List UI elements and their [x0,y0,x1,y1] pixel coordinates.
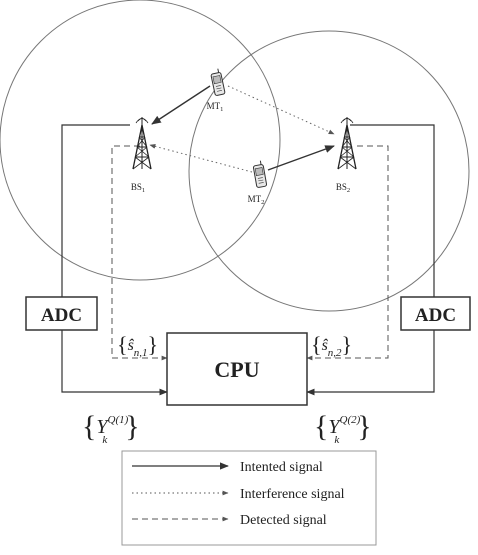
legend-item-intended: Intented signal [240,460,323,475]
adc-left-label: ADC [41,305,82,326]
adc-left-box [25,296,98,331]
y-q1-label: {YQ(1)k} [82,410,140,446]
coverage-circle-bs1 [0,0,281,281]
detected-path-bs2 [306,145,389,361]
coverage-circle-bs2 [188,30,470,312]
wire-adc-right-to-cpu [306,330,435,396]
interference-link-mt2-bs1 [149,144,253,173]
y-q2-label: {YQ(2)k} [314,410,372,446]
s-hat-1-label: {ŝn,1} [117,332,158,359]
wire-bs2-to-adc [350,124,435,297]
mt2-phone-icon [251,159,268,189]
mt1-phone-icon [209,67,226,97]
wire-bs1-to-adc [61,124,130,297]
adc-right-label: ADC [415,305,456,326]
legend-item-detected: Detected signal [240,513,327,528]
mt2-label: MT2 [248,194,265,206]
detected-path-bs1 [111,145,168,361]
cpu-box [166,332,308,406]
adc-right-box [400,296,471,331]
bs1-tower-icon [132,116,152,170]
cpu-label: CPU [214,357,259,382]
legend-item-interference: Interference signal [240,487,345,502]
interference-link-mt1-bs2 [227,85,335,135]
mt1-label: MT1 [207,101,224,113]
intended-link-mt2-bs2 [267,145,335,171]
bs2-label: BS2 [336,182,350,194]
legend: Intented signal Interference signal Dete… [121,450,377,546]
intended-link-mt1-bs1 [151,85,211,125]
bs1-label: BS1 [131,182,145,194]
wire-adc-left-to-cpu [61,330,168,396]
s-hat-2-label: {ŝn,2} [311,332,352,359]
legend-box [121,450,377,546]
